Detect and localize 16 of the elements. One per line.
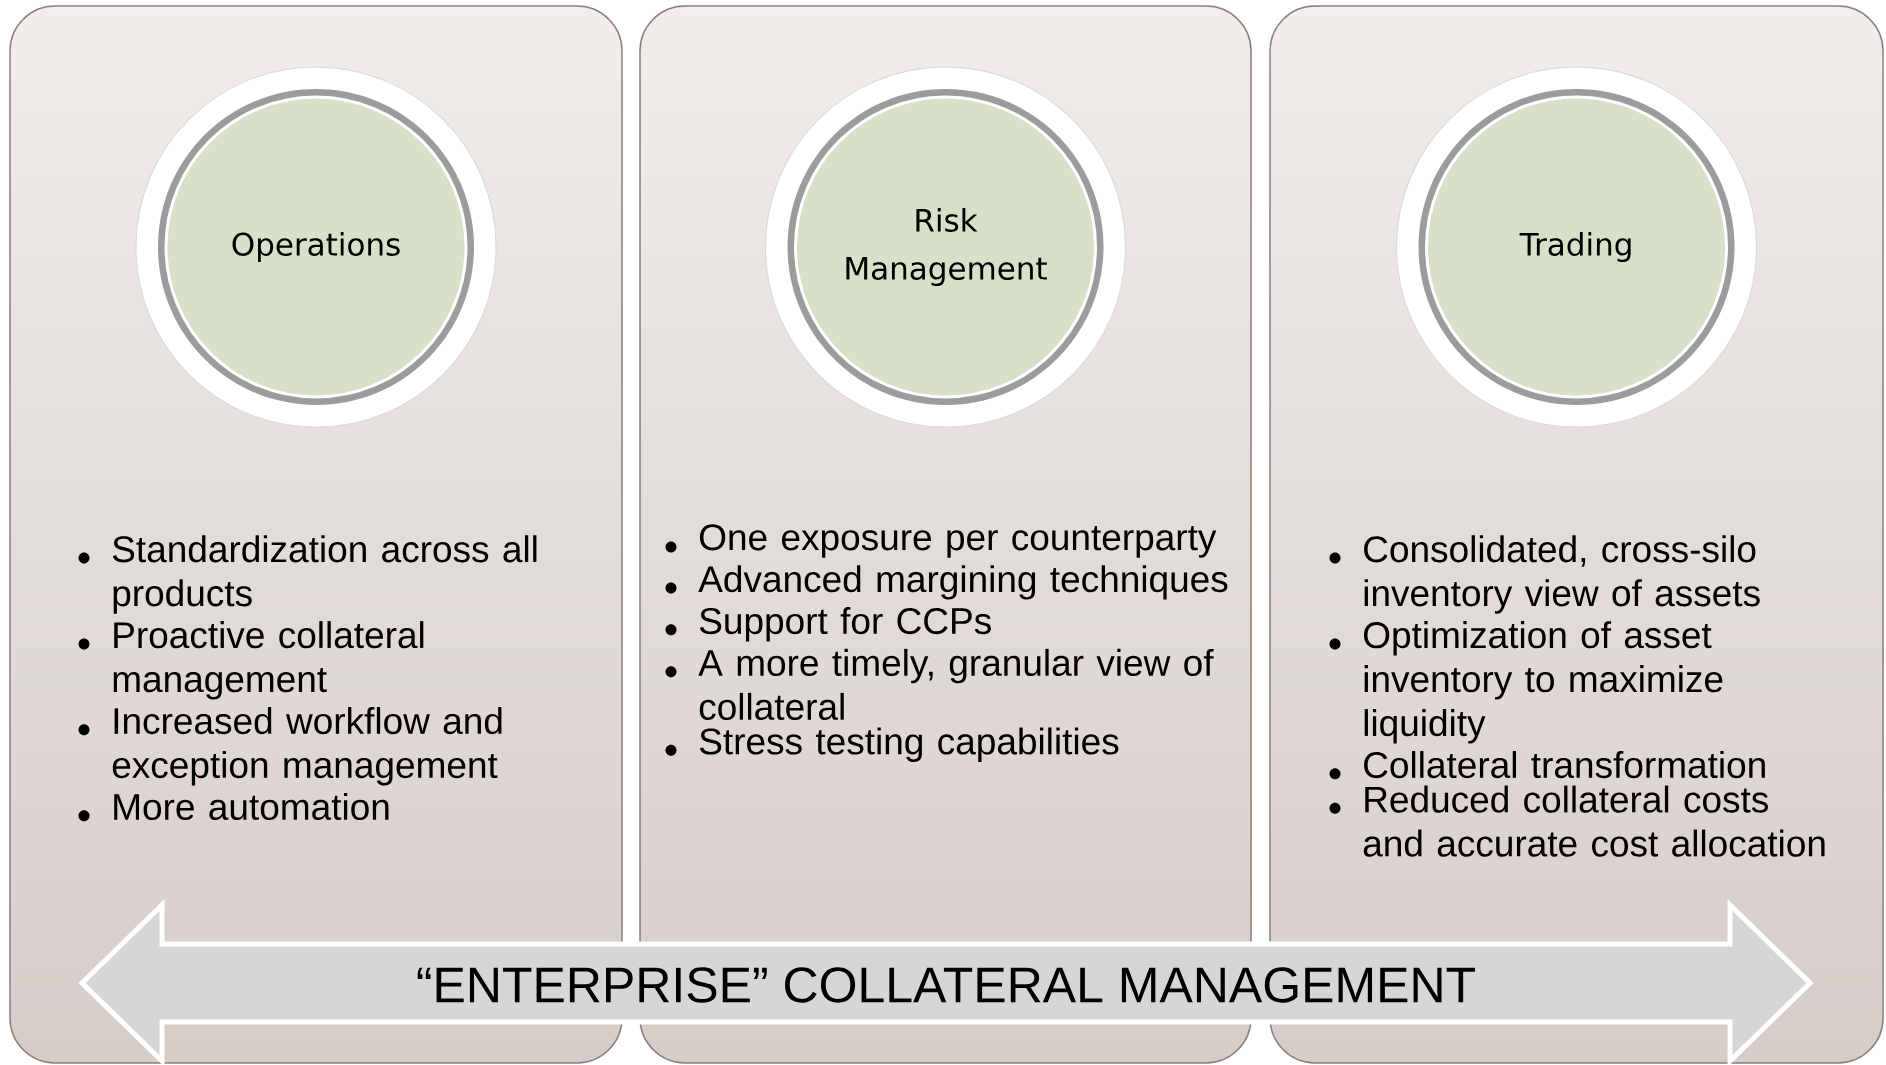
bullet-item: Advanced margining techniques xyxy=(665,565,1228,600)
bullet-item: Collateral transformation xyxy=(1329,751,1765,780)
bullet-item: Standardization across all products xyxy=(78,535,537,614)
circle-badge: Trading xyxy=(1396,66,1758,428)
bullet-item: Reduced collateral costs and accurate cost allocation xyxy=(1329,785,1825,857)
bullet-item: One exposure per counterparty xyxy=(665,524,1217,558)
bullet-item: More automation xyxy=(78,792,389,822)
bullet-item: A more timely, granular view of collateral xyxy=(665,648,1214,721)
circle-badge: Operations xyxy=(135,66,497,428)
bullet-item: Stress testing capabilities xyxy=(665,727,1119,762)
bullet-item: Consolidated, cross-silo inventory view of assets xyxy=(1329,535,1760,614)
bullet-item: Support for CCPs xyxy=(665,607,991,642)
bullet-item: Increased workflow and exception management xyxy=(78,707,502,786)
bullet-item: Proactive collateral management xyxy=(78,621,424,700)
bullet-item: Optimization of asset inventory to maximize liquidity xyxy=(1329,621,1723,744)
circle-badge: Risk Management xyxy=(765,66,1126,428)
